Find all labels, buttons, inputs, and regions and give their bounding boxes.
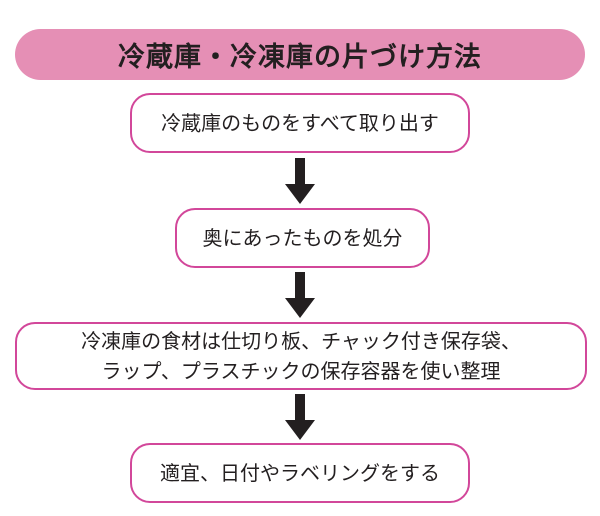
- step-box-2: 奥にあったものを処分: [175, 208, 430, 268]
- down-arrow-icon: [285, 394, 315, 440]
- diagram-title: 冷蔵庫・冷凍庫の片づけ方法: [15, 29, 585, 80]
- step-1-text: 冷蔵庫のものをすべて取り出す: [161, 111, 439, 135]
- step-box-4: 適宜、日付やラベリングをする: [130, 443, 470, 503]
- step-3-text-line-1: 冷凍庫の食材は仕切り板、チャック付き保存袋、: [81, 329, 521, 353]
- down-arrow-icon: [285, 272, 315, 318]
- step-2-text: 奥にあったものを処分: [202, 226, 403, 250]
- down-arrow-icon: [285, 158, 315, 204]
- step-box-1: 冷蔵庫のものをすべて取り出す: [130, 93, 470, 153]
- step-4-text: 適宜、日付やラベリングをする: [160, 461, 440, 485]
- step-3-text-line-2: ラップ、プラスチックの保存容器を使い整理: [101, 359, 501, 383]
- step-box-3: 冷凍庫の食材は仕切り板、チャック付き保存袋、 ラップ、プラスチックの保存容器を使…: [15, 322, 587, 390]
